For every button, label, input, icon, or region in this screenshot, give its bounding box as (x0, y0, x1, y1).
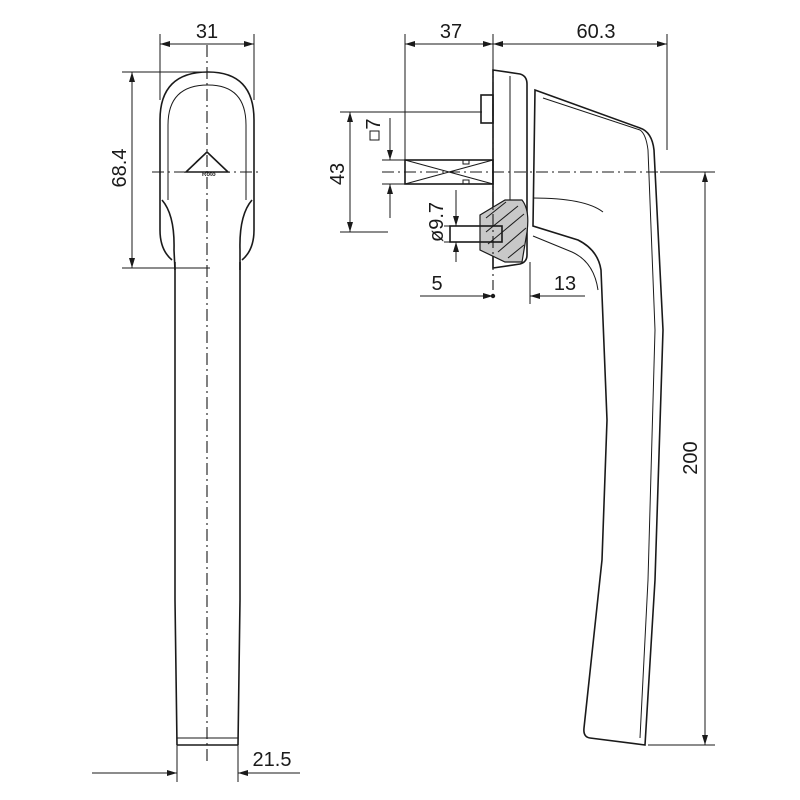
spindle-mark-top (462, 159, 470, 165)
side-handle-neck-line (532, 197, 604, 213)
front-grip-right-edge (237, 262, 241, 746)
side-upper-pin (480, 94, 494, 124)
dim-offset-right: 13 (554, 273, 576, 295)
side-view: 37 60.3 43 7 ø9.7 5 13 200 (327, 21, 715, 746)
front-neck-right (239, 199, 253, 270)
screw-bore (449, 225, 503, 243)
spindle-mark-bottom (462, 179, 470, 185)
square-symbol-icon (369, 130, 380, 141)
side-rosette-plate (492, 69, 528, 269)
front-neck-left (161, 199, 176, 271)
roto-logo-text: Roto (202, 172, 216, 178)
dim-front-width: 31 (196, 21, 218, 43)
section-hatching (485, 201, 527, 259)
roto-logo-stroke (195, 151, 208, 163)
side-handle-base-line (532, 235, 599, 291)
side-handle-inner-line (542, 97, 656, 739)
dim-side-left: 37 (440, 21, 462, 43)
front-grip-left-edge (174, 262, 178, 746)
dim-spindle-span: 43 (327, 163, 349, 185)
dim-front-height: 68.4 (109, 149, 131, 188)
dim-side-right: 60.3 (577, 21, 616, 43)
dim-square-spindle: 7 (363, 118, 385, 129)
dim-front-base: 21.5 (253, 749, 292, 771)
dim-bore-diameter: ø9.7 (426, 202, 448, 242)
dim-total-height: 200 (680, 441, 702, 474)
front-view: Roto 31 68.4 21.5 (92, 21, 300, 782)
dim-offset-left: 5 (431, 273, 442, 295)
dim-reference-dot (490, 293, 496, 299)
side-handle-outline (532, 88, 664, 746)
front-rosette-inner (167, 84, 247, 200)
